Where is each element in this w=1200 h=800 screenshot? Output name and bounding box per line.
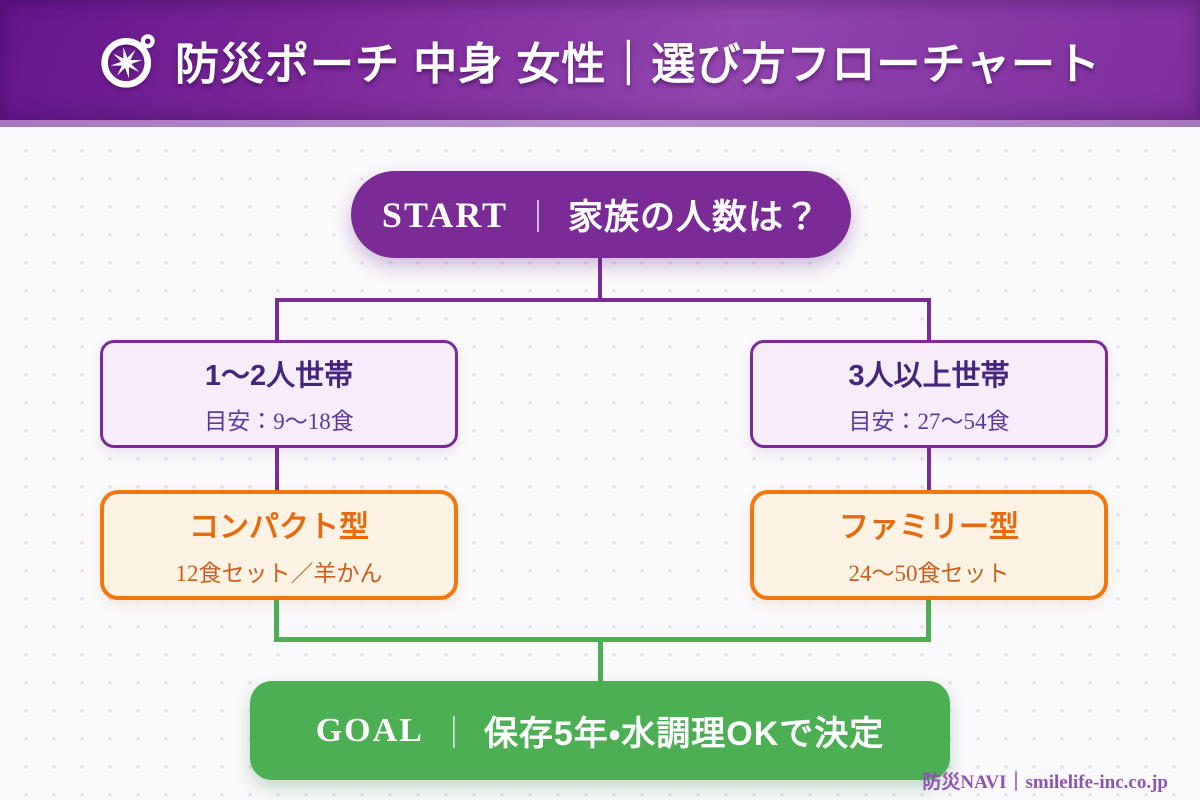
decision-box-large-household: 3人以上世帯 目安：27〜54食 bbox=[750, 340, 1108, 448]
result-title: コンパクト型 bbox=[189, 511, 369, 544]
connector-decision-left-down bbox=[275, 446, 279, 492]
goal-label-ja: 保存5年・水調理OKで決定 bbox=[483, 715, 885, 753]
header-banner: 防災ポーチ 中身 女性｜選び方フローチャート bbox=[0, 0, 1200, 120]
footer-credit: 防災NAVI｜smilelife-inc.co.jp bbox=[922, 772, 1168, 793]
connector-result-left-down bbox=[274, 598, 279, 641]
start-label-ja: 家族の人数は？ bbox=[568, 198, 821, 237]
goal-separator: ｜ bbox=[437, 714, 470, 751]
decision-box-small-household: 1〜2人世帯 目安：9〜18食 bbox=[100, 340, 458, 448]
connector-branch-right-down bbox=[927, 300, 931, 342]
result-title: ファミリー型 bbox=[839, 511, 1019, 544]
goal-label-en: GOAL bbox=[315, 711, 424, 749]
decision-subtitle: 目安：9〜18食 bbox=[204, 409, 354, 434]
connector-goal-down bbox=[598, 640, 603, 682]
connector-branch-horizontal bbox=[275, 298, 931, 302]
decision-subtitle: 目安：27〜54食 bbox=[848, 409, 1010, 434]
goal-node: GOAL ｜ 保存5年・水調理OKで決定 bbox=[250, 681, 950, 780]
result-box-family: ファミリー型 24〜50食セット bbox=[750, 490, 1108, 600]
start-node: START ｜ 家族の人数は？ bbox=[351, 171, 851, 258]
page-title: 防災ポーチ 中身 女性｜選び方フローチャート bbox=[174, 40, 1101, 89]
connector-merge-horizontal bbox=[274, 637, 931, 642]
decision-title: 3人以上世帯 bbox=[848, 360, 1010, 392]
result-subtitle: 12食セット／羊かん bbox=[175, 561, 383, 586]
connector-decision-right-down bbox=[927, 446, 931, 492]
compass-icon bbox=[101, 34, 155, 88]
result-box-compact: コンパクト型 12食セット／羊かん bbox=[100, 490, 458, 600]
connector-branch-left-down bbox=[275, 300, 279, 342]
start-label-en: START bbox=[381, 194, 509, 235]
connector-start-down bbox=[598, 257, 602, 302]
decision-title: 1〜2人世帯 bbox=[204, 360, 354, 392]
start-separator: ｜ bbox=[522, 198, 555, 235]
header-accent-strip bbox=[0, 120, 1200, 127]
result-subtitle: 24〜50食セット bbox=[848, 561, 1010, 586]
connector-result-right-down bbox=[926, 598, 931, 641]
